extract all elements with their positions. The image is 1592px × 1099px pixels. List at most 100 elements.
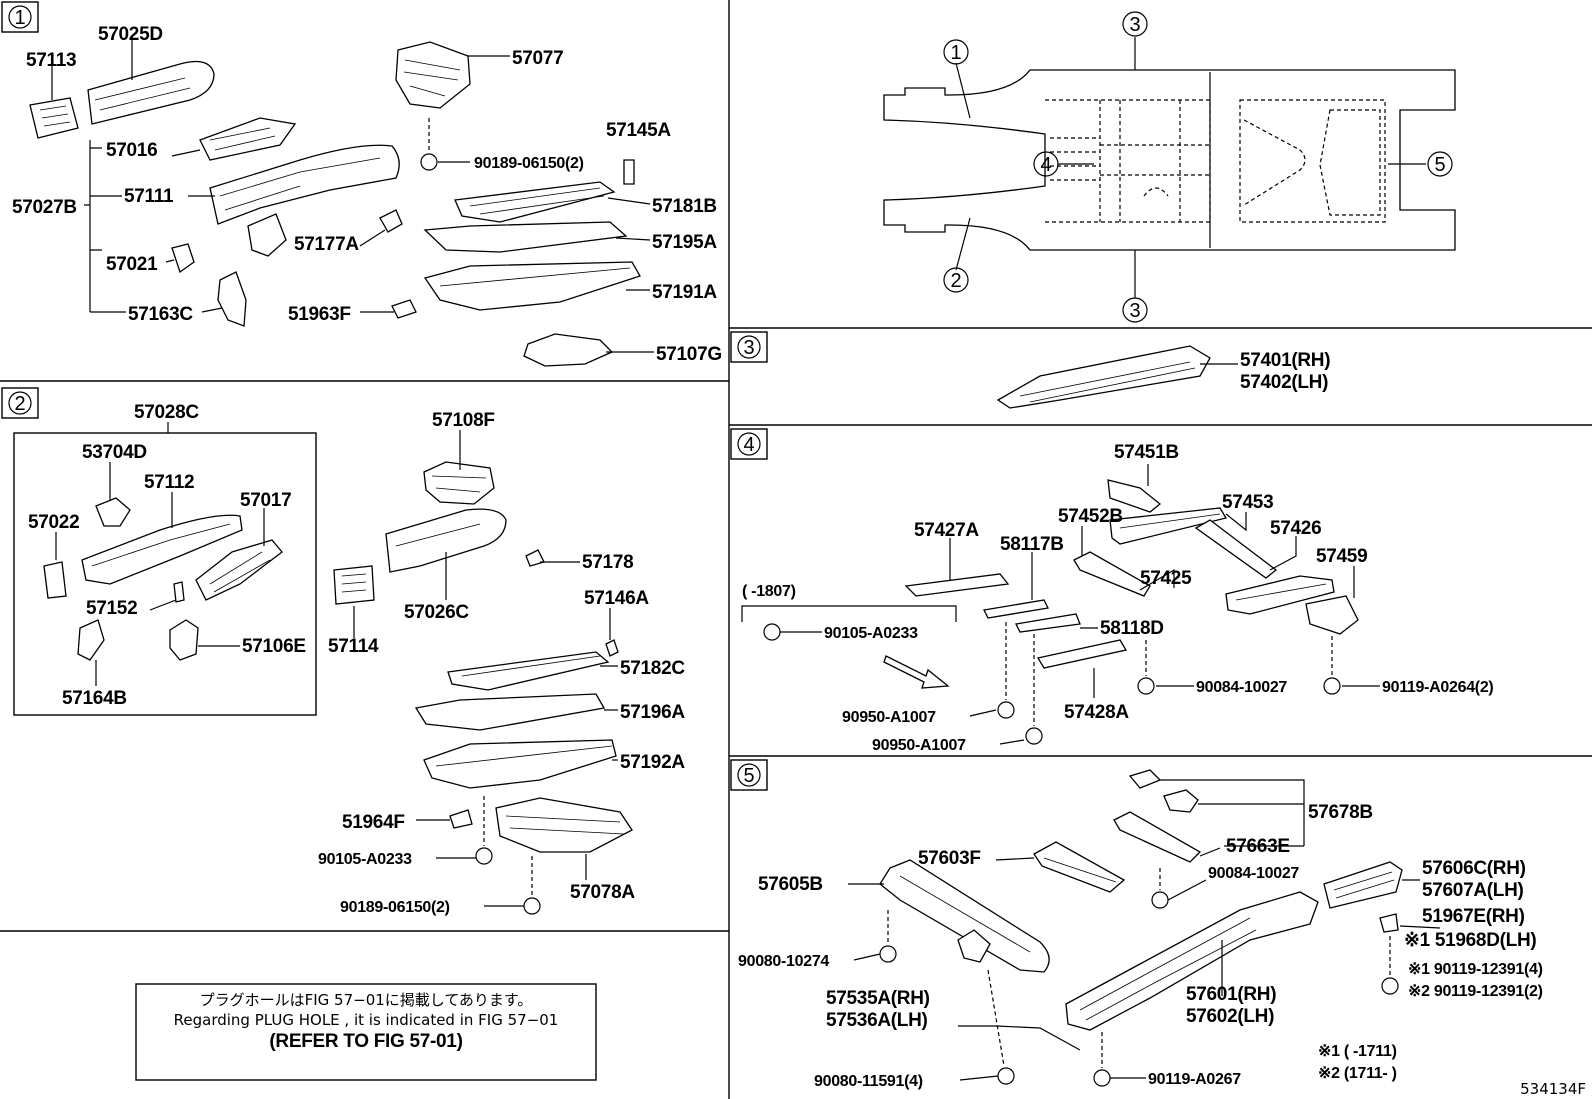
- label-57114: 57114: [328, 636, 379, 657]
- section-2-subassembly-box: [13, 422, 317, 716]
- section-3-parts: 57401(RH) 57402(LH): [996, 345, 1331, 409]
- section-number-4: 4: [743, 434, 754, 456]
- label-57146a: 57146A: [584, 588, 649, 609]
- label-57191a: 57191A: [652, 282, 717, 303]
- section-5-labels: 57678B 57663E 57603F 90084-10027 57605B …: [738, 802, 1543, 1090]
- key-callout-5: 5: [1434, 154, 1445, 176]
- label-57077: 57077: [512, 48, 563, 69]
- label-90119-a0264: 90119-A0264(2): [1382, 679, 1493, 696]
- section-2-labels: 57028C 57108F 53704D 57112 57017 57022 5…: [28, 402, 686, 916]
- label-note-2-date-range: ※2 (1711- ): [1318, 1065, 1397, 1082]
- label-57603f: 57603F: [918, 848, 981, 869]
- note-jp: プラグホールはFIG 57−01に掲載してあります。: [200, 991, 533, 1009]
- underbody-key-diagram: 1 2 3 3 4 5: [883, 11, 1456, 323]
- label-57195a: 57195A: [652, 232, 717, 253]
- section-number-1: 1: [14, 7, 25, 29]
- label-90080-11591: 90080-11591(4): [814, 1073, 923, 1090]
- label-note-1-date-range: ※1 ( -1711): [1318, 1043, 1397, 1060]
- label-57113: 57113: [26, 50, 76, 71]
- label-57459: 57459: [1316, 546, 1367, 567]
- label-57016: 57016: [106, 140, 157, 161]
- label-53704d: 53704D: [82, 442, 147, 463]
- note-en: Regarding PLUG HOLE , it is indicated in…: [174, 1011, 559, 1029]
- figure-code: 534134F: [1520, 1080, 1586, 1098]
- label-57196a: 57196A: [620, 702, 685, 723]
- label-58118d: 58118D: [1100, 618, 1164, 639]
- label-57177a: 57177A: [294, 234, 359, 255]
- section-2-leaders: [55, 430, 618, 907]
- section-1-leaders: [51, 38, 654, 353]
- label-51964f: 51964F: [342, 812, 405, 833]
- label-58117b: 58117B: [1000, 534, 1064, 555]
- label-57607a-lh: 57607A(LH): [1422, 880, 1524, 901]
- label-51967e-rh: 51967E(RH): [1422, 906, 1525, 927]
- label-90084-10027-s5: 90084-10027: [1208, 865, 1299, 882]
- label-57181b: 57181B: [652, 196, 717, 217]
- label-57078a: 57078A: [570, 882, 635, 903]
- key-callout-3-top: 3: [1129, 14, 1140, 36]
- section-5-leaders: [848, 779, 1441, 1081]
- label-57601-rh: 57601(RH): [1186, 984, 1276, 1005]
- label-57163c: 57163C: [128, 304, 193, 325]
- section-5-parts: [879, 769, 1403, 1087]
- label-57182c: 57182C: [620, 658, 685, 679]
- label-90119-a0267: 90119-A0267: [1148, 1071, 1241, 1088]
- label-57192a: 57192A: [620, 752, 685, 773]
- label-57017: 57017: [240, 490, 291, 511]
- label-57535a-rh: 57535A(RH): [826, 988, 930, 1009]
- label-57106e: 57106E: [242, 636, 306, 657]
- label-57111: 57111: [124, 186, 174, 207]
- section-2-parts: [43, 461, 633, 915]
- label-90105-a0233: 90105-A0233: [318, 851, 412, 868]
- section-number-3: 3: [743, 337, 754, 359]
- label-90950-a1007-b: 90950-A1007: [872, 737, 966, 754]
- label-57452b: 57452B: [1058, 506, 1123, 527]
- label-57107g: 57107G: [656, 344, 722, 365]
- label-57022: 57022: [28, 512, 79, 533]
- key-callout-3-bottom: 3: [1129, 300, 1140, 322]
- label-57402-lh: 57402(LH): [1240, 372, 1328, 393]
- label-90119-12391-4: ※1 90119-12391(4): [1408, 961, 1543, 978]
- label-57451b: 57451B: [1114, 442, 1179, 463]
- label-90105-a0233-s4: 90105-A0233: [824, 625, 918, 642]
- label-57425: 57425: [1140, 568, 1192, 589]
- label-57027b: 57027B: [12, 197, 77, 218]
- plug-hole-note: プラグホールはFIG 57−01に掲載してあります。 Regarding PLU…: [135, 983, 597, 1081]
- label-57663e: 57663E: [1226, 836, 1290, 857]
- label-57602-lh: 57602(LH): [1186, 1006, 1274, 1027]
- section-badge-2: 2: [1, 387, 39, 419]
- label-57536a-lh: 57536A(LH): [826, 1010, 928, 1031]
- label-51968d-lh: ※1 51968D(LH): [1404, 930, 1536, 951]
- label-57178: 57178: [582, 552, 633, 573]
- section-4-leaders: [780, 464, 1380, 745]
- section-1-labels: 57113 57025D 57077 57016 57145A 90189-06…: [12, 24, 722, 365]
- label-57025d: 57025D: [98, 24, 163, 45]
- label-57401-rh: 57401(RH): [1240, 350, 1330, 371]
- label-57427a: 57427A: [914, 520, 979, 541]
- section-badge-3: 3: [730, 331, 768, 363]
- section-badge-4: 4: [730, 428, 768, 460]
- section-badge-5: 5: [730, 759, 768, 791]
- section-badge-1: 1: [1, 1, 39, 33]
- label-57606c-rh: 57606C(RH): [1422, 858, 1526, 879]
- label-57145a: 57145A: [606, 120, 671, 141]
- label-57605b: 57605B: [758, 874, 823, 895]
- label-90084-10027-s4: 90084-10027: [1196, 679, 1287, 696]
- section-number-5: 5: [743, 765, 754, 787]
- label-57428a: 57428A: [1064, 702, 1129, 723]
- label-57021: 57021: [106, 254, 158, 275]
- note-ref: (REFER TO FIG 57-01): [269, 1031, 462, 1052]
- key-callout-1: 1: [950, 42, 961, 64]
- label-57028c: 57028C: [134, 402, 199, 423]
- label-90189-06150-b: 90189-06150(2): [340, 899, 450, 916]
- label-57678b: 57678B: [1308, 802, 1373, 823]
- label-57152: 57152: [86, 598, 137, 619]
- section-4-labels: 57451B 57453 57452B 57426 57427A 58117B …: [742, 442, 1494, 754]
- label-57108f: 57108F: [432, 410, 495, 431]
- label-minus-1807: ( -1807): [742, 583, 796, 600]
- label-90950-a1007-a: 90950-A1007: [842, 709, 936, 726]
- label-57453: 57453: [1222, 492, 1273, 513]
- key-callout-4: 4: [1040, 154, 1051, 176]
- section-4-parts: [741, 479, 1359, 745]
